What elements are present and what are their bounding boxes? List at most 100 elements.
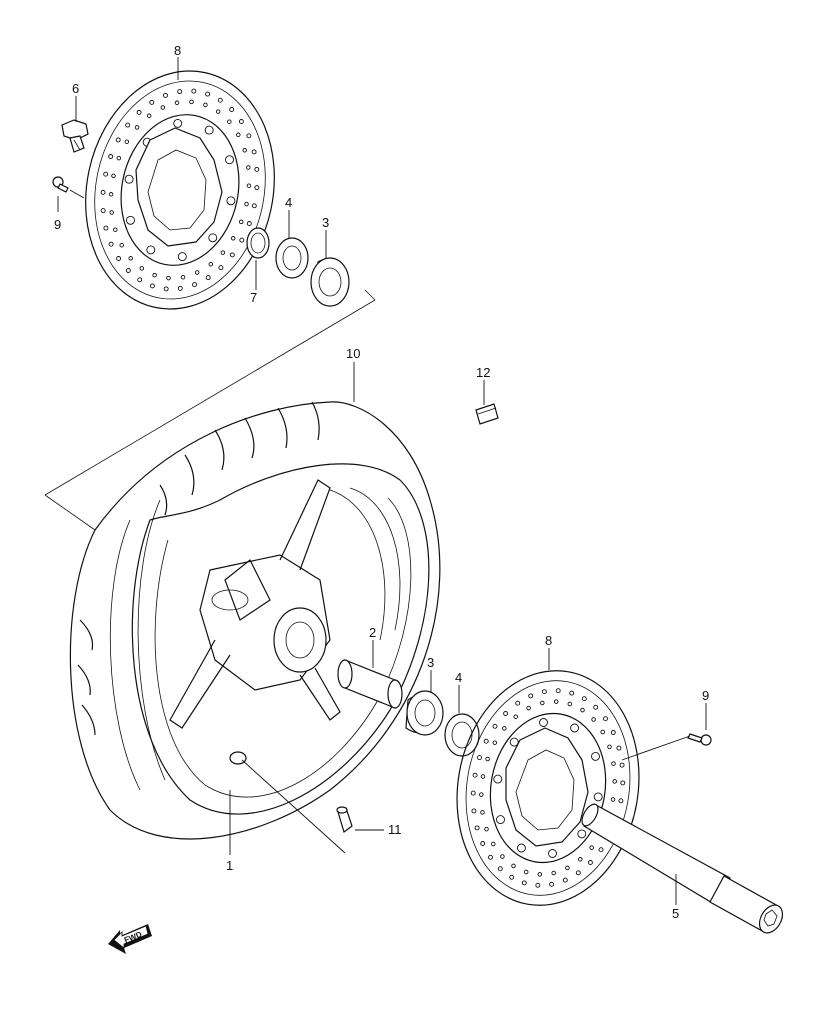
- vent-hole: [515, 700, 521, 706]
- vent-hole: [541, 689, 547, 695]
- vent-hole: [246, 183, 252, 188]
- vent-hole: [194, 270, 200, 275]
- vent-hole: [251, 203, 257, 209]
- vent-hole: [480, 810, 485, 815]
- vent-hole: [205, 91, 211, 97]
- vent-hole: [238, 119, 244, 124]
- vent-hole: [100, 208, 106, 214]
- float-bolt: [591, 751, 600, 761]
- float-bolt: [593, 792, 603, 802]
- float-bolt: [548, 849, 557, 858]
- vent-hole: [177, 285, 183, 291]
- callout-11: 11: [388, 822, 402, 837]
- vent-hole: [553, 699, 559, 704]
- callout-3-lower: 3: [427, 655, 434, 670]
- callout-2: 2: [369, 625, 376, 640]
- vent-hole: [612, 779, 617, 784]
- float-bolt: [126, 215, 135, 225]
- vent-hole: [620, 780, 626, 786]
- float-bolt: [516, 843, 526, 853]
- vent-hole: [227, 119, 232, 124]
- vent-hole: [103, 225, 109, 231]
- disc-bolt-6: [61, 119, 89, 153]
- vent-hole: [575, 870, 581, 876]
- vent-hole: [610, 797, 616, 802]
- float-bolt: [146, 245, 156, 255]
- callout-7: 7: [250, 290, 257, 305]
- vent-hole: [611, 761, 616, 766]
- float-bolt: [509, 737, 519, 747]
- vent-hole: [177, 89, 183, 95]
- tire-and-wheel: [69, 401, 441, 840]
- vent-hole: [479, 792, 484, 797]
- vent-hole: [128, 256, 133, 261]
- vent-hole: [139, 266, 145, 271]
- vent-hole: [581, 696, 587, 702]
- vent-hole: [569, 690, 575, 696]
- brake-disc-upper: [85, 70, 275, 310]
- vent-hole: [116, 155, 122, 161]
- brake-disc-lower: [456, 670, 640, 906]
- vent-hole: [134, 125, 140, 130]
- vent-hole: [174, 100, 180, 106]
- vent-hole: [108, 154, 114, 159]
- vent-hole: [537, 872, 543, 877]
- vent-hole: [509, 874, 515, 880]
- axle-5: [581, 803, 784, 934]
- vent-hole: [218, 265, 224, 271]
- screw-9-upper: [52, 176, 69, 193]
- float-bolt: [177, 252, 187, 262]
- vent-hole: [618, 798, 624, 804]
- vent-hole: [497, 866, 503, 872]
- float-bolt: [225, 155, 234, 165]
- bearing-3-lower: [405, 690, 444, 736]
- vent-hole: [616, 745, 622, 751]
- vent-hole: [246, 165, 251, 170]
- vent-hole: [246, 221, 252, 226]
- vent-hole: [116, 256, 122, 261]
- vent-hole: [113, 227, 118, 232]
- vent-hole: [610, 730, 616, 735]
- vent-hole: [191, 88, 197, 94]
- vent-hole: [229, 107, 235, 112]
- vent-hole: [551, 870, 556, 876]
- vent-hole: [502, 726, 507, 731]
- callout-9-upper: 9: [54, 217, 61, 232]
- float-bolt: [577, 829, 587, 839]
- vent-hole: [115, 137, 121, 143]
- vent-hole: [242, 148, 247, 153]
- vent-hole: [124, 139, 130, 144]
- float-bolt: [493, 774, 503, 784]
- vent-hole: [152, 272, 157, 278]
- callout-9-lower: 9: [702, 688, 709, 703]
- vent-hole: [477, 755, 482, 761]
- vent-hole: [220, 250, 226, 255]
- float-bolt: [226, 196, 236, 206]
- vent-hole: [160, 105, 166, 110]
- float-bolt: [539, 718, 548, 727]
- vent-hole: [192, 282, 197, 288]
- vent-hole: [208, 261, 214, 267]
- vent-hole: [578, 857, 583, 862]
- callout-4-upper: 4: [285, 195, 292, 210]
- vent-hole: [470, 790, 476, 796]
- vent-hole: [521, 880, 527, 886]
- disc-float-bolts: [493, 718, 603, 858]
- vent-hole: [217, 97, 223, 103]
- vent-hole: [100, 189, 106, 195]
- callout-3-upper: 3: [322, 215, 329, 230]
- callout-8-upper: 8: [174, 43, 181, 58]
- vent-hole: [103, 171, 109, 177]
- vent-hole: [239, 237, 245, 243]
- vent-hole: [246, 133, 252, 139]
- callout-6: 6: [72, 81, 79, 96]
- vent-hole: [149, 283, 155, 289]
- vent-hole: [480, 841, 486, 846]
- vent-hole: [523, 869, 529, 875]
- disc-vent-holes: [100, 88, 260, 292]
- projection-outline: [44, 299, 376, 496]
- vent-hole: [555, 688, 561, 694]
- screw-9-lower: [687, 733, 712, 746]
- vent-hole: [108, 192, 114, 197]
